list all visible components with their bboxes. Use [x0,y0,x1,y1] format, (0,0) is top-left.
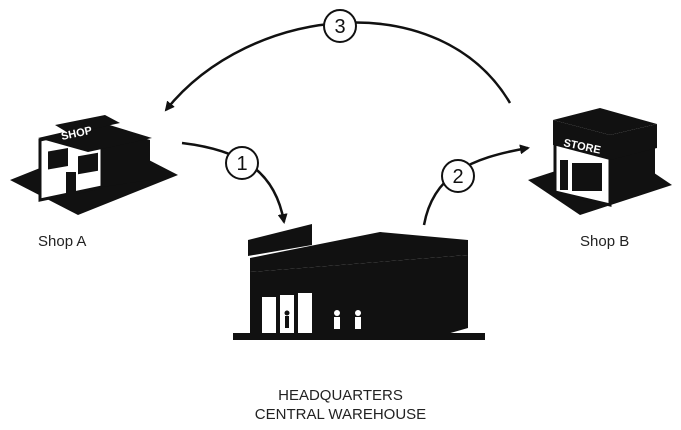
headquarters-label: HEADQUARTERS CENTRAL WAREHOUSE [0,386,681,424]
warehouse-icon [233,224,485,340]
shop-b-label: Shop B [580,233,630,250]
step-2-number: 2 [452,166,463,188]
step-1-number: 1 [236,153,247,175]
shop-b-icon [528,108,672,215]
step-3-badge: 3 [323,9,357,43]
hq-label-line2: CENTRAL WAREHOUSE [254,406,427,423]
arrow-2 [422,144,530,226]
step-1-badge: 1 [225,146,259,180]
shop-a-icon [10,115,178,215]
step-2-badge: 2 [441,159,475,193]
hq-label-line1: HEADQUARTERS [278,387,403,404]
step-3-number: 3 [334,16,345,38]
shop-a-label: Shop A [38,233,87,250]
